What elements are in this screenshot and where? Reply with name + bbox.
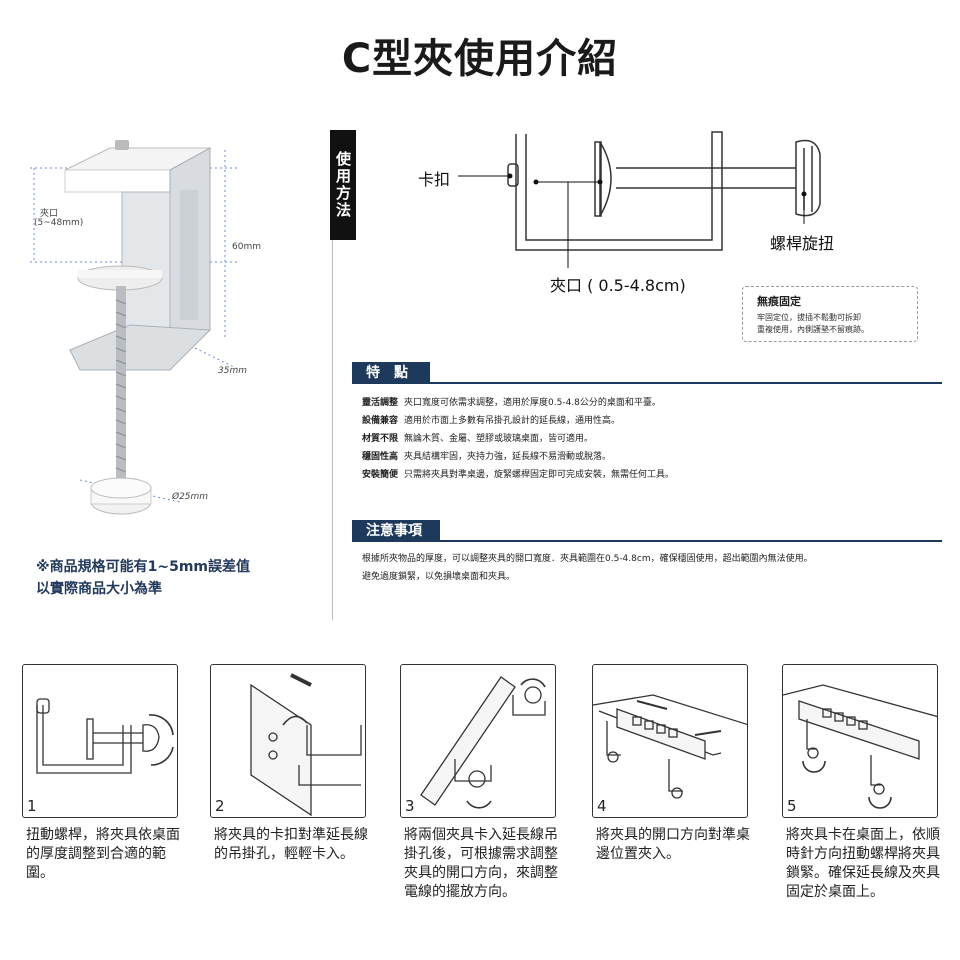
page-title: C型夾使用介紹: [341, 36, 619, 82]
traceless-fix-title: 無痕固定: [757, 295, 801, 308]
traceless-fix-line-2: 重複使用，內側護墊不留痕跡。: [757, 325, 869, 334]
height-dimension: 60mm: [232, 242, 261, 252]
feature-key: 靈活調整: [362, 398, 399, 408]
feature-value: 夾具結構牢固，夾持力強，延長線不易滑動或脫落。: [404, 452, 612, 462]
step-2-text: 將夾具的卡扣對準延長線的吊掛孔，輕輕卡入。: [214, 827, 368, 862]
pad-diameter-dimension: Ø25mm: [172, 492, 209, 502]
caution-line-1: 根據所夾物品的厚度，可以調整夾具的開口寬度．夾具範圍在0.5-4.8cm，確保穩…: [362, 554, 813, 564]
step-5-illustration: [783, 684, 937, 809]
step-number: 2: [215, 797, 225, 815]
structure-diagram: 卡扣 螺桿旋扭 夾口 ( 0.5-4.8cm): [400, 120, 880, 300]
spec-note: ※商品規格可能有1~5mm誤差值 以實際商品大小為準: [36, 556, 250, 600]
feature-row: 安裝簡便只需將夾具對準桌邊，旋緊螺桿固定即可完成安裝，無需任何工具。: [362, 466, 922, 484]
step-1-text: 扭動螺桿，將夾具依桌面的厚度調整到合適的範圍。: [26, 827, 180, 881]
clamp-line-drawing: [458, 131, 821, 268]
feature-row: 設備兼容適用於市面上多數有吊掛孔設計的延長線，通用性高。: [362, 412, 922, 430]
feature-value: 夾口寬度可依需求調整，適用於厚度0.5-4.8公分的桌面和平臺。: [404, 398, 661, 408]
step-number: 4: [597, 797, 607, 815]
step-1-illustration: [36, 698, 174, 774]
clamp-photo: [30, 140, 241, 515]
screw-knob-label: 螺桿旋扭: [770, 234, 835, 253]
step-number: 1: [27, 797, 37, 815]
feature-row: 穩固性高夾具結構牢固，夾持力強，延長線不易滑動或脫落。: [362, 448, 922, 466]
feature-row: 靈活調整夾口寬度可依需求調整，適用於厚度0.5-4.8公分的桌面和平臺。: [362, 394, 922, 412]
spec-note-line-2: 以實際商品大小為準: [36, 581, 162, 597]
feature-value: 只需將夾具對準桌邊，旋緊螺桿固定即可完成安裝，無需任何工具。: [404, 470, 675, 480]
feature-value: 無論木質、金屬、塑膠或玻璃桌面，皆可適用。: [404, 434, 594, 444]
caution-text: 根據所夾物品的厚度，可以調整夾具的開口寬度．夾具範圍在0.5-4.8cm，確保穩…: [362, 550, 942, 586]
feature-key: 穩固性高: [362, 452, 399, 462]
step-number: 3: [405, 797, 415, 815]
caution-rule: [352, 540, 942, 542]
features-rule: [352, 382, 942, 384]
usage-divider: [332, 240, 333, 620]
traceless-fix-line-1: 牢固定位，拔插不鬆動可拆卸: [757, 313, 861, 322]
caution-line-2: 避免過度鎖緊，以免損壞桌面和夾具。: [362, 572, 516, 582]
spec-note-line-1: ※商品規格可能有1~5mm誤差值: [36, 559, 250, 575]
step-5-text: 將夾具卡在桌面上，依順時針方向扭動螺桿將夾具鎖緊。確保延長線及夾具固定於桌面上。: [786, 827, 940, 900]
feature-key: 安裝簡便: [362, 470, 399, 480]
features-heading: 特 點: [352, 362, 430, 384]
usage-tab: 使用方法: [330, 130, 356, 240]
feature-value: 適用於市面上多數有吊掛孔設計的延長線，通用性高。: [404, 416, 621, 426]
buckle-label: 卡扣: [418, 170, 451, 189]
step-5-panel: 5: [782, 664, 938, 818]
clamp-illustration: 夾口 (5~48mm) 60mm 35mm Ø25mm: [20, 130, 280, 530]
depth-dimension: 35mm: [218, 366, 247, 376]
step-2-panel: 2: [210, 664, 366, 818]
caution-heading: 注意事項: [352, 520, 440, 542]
step-3-text: 將兩個夾具卡入延長線吊掛孔後，可根據需求調整夾具的開口方向，來調整電線的擺放方向…: [404, 827, 558, 900]
feature-row: 材質不限無論木質、金屬、塑膠或玻璃桌面，皆可適用。: [362, 430, 922, 448]
feature-key: 材質不限: [362, 434, 399, 444]
step-number: 5: [787, 797, 797, 815]
opening-range: (5~48mm): [34, 218, 84, 228]
step-3-panel: 3: [400, 664, 556, 818]
step-1-panel: 1: [22, 664, 178, 818]
step-4-text: 將夾具的開口方向對準桌邊位置夾入。: [596, 827, 750, 862]
feature-key: 設備兼容: [362, 416, 399, 426]
opening-label: 夾口: [40, 209, 59, 219]
opening-label: 夾口 ( 0.5-4.8cm): [550, 276, 686, 295]
features-list: 靈活調整夾口寬度可依需求調整，適用於厚度0.5-4.8公分的桌面和平臺。 設備兼…: [362, 394, 922, 484]
traceless-fix-box: 無痕固定 牢固定位，拔插不鬆動可拆卸 重複使用，內側護墊不留痕跡。: [742, 286, 918, 342]
step-2-illustration: [250, 673, 362, 817]
step-3-illustration: [420, 676, 546, 809]
step-4-illustration: [593, 694, 747, 799]
step-4-panel: 4: [592, 664, 748, 818]
